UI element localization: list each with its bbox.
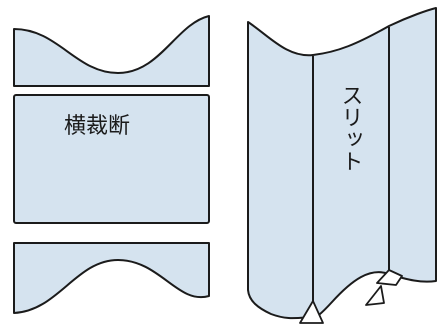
right-slit-edge-notch xyxy=(365,285,385,306)
crosscut-middle-piece xyxy=(13,94,210,224)
crosscut-bottom-piece xyxy=(13,242,210,314)
crosscut-label: 横裁断 xyxy=(64,114,130,139)
slit-illustration: スリット xyxy=(247,7,437,324)
left-slit-notch xyxy=(299,300,324,324)
crosscut-top-piece xyxy=(13,15,210,87)
slit-label: スリット xyxy=(338,84,363,172)
crosscut-illustration: 横裁断 xyxy=(13,15,210,314)
right-slit-notch xyxy=(376,269,403,286)
